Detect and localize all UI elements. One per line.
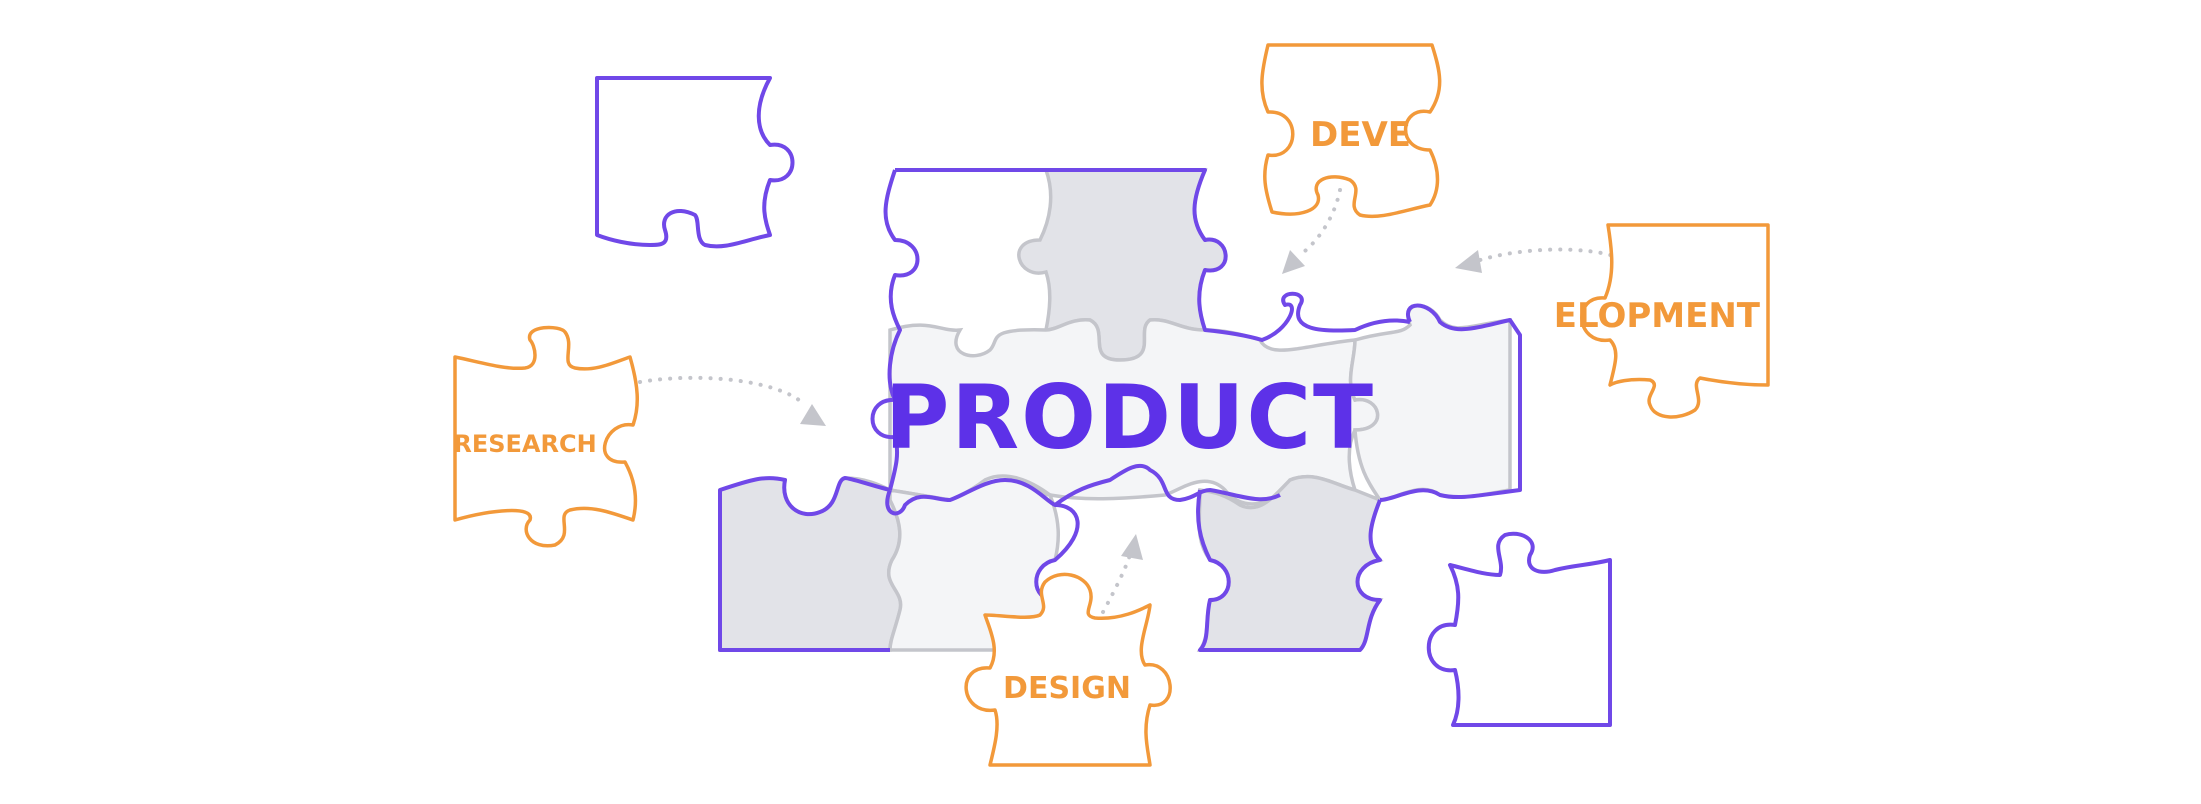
research-label: RESEARCH	[453, 430, 596, 458]
piece-bottom-left	[718, 476, 903, 652]
piece-bottom-right	[1196, 474, 1384, 652]
deve-label: DEVE	[1310, 115, 1411, 155]
research-piece	[453, 325, 640, 548]
elopment-label: ELOPMENT	[1554, 296, 1761, 336]
elopment-piece	[1580, 223, 1770, 419]
arrow-design	[1121, 534, 1143, 560]
outline-right	[1379, 303, 1522, 502]
product-title: PRODUCT	[885, 366, 1375, 469]
connectors	[638, 188, 1622, 614]
connector-elopment	[1478, 247, 1622, 262]
arrow-research	[800, 404, 826, 426]
connector-design	[1101, 553, 1132, 614]
arrow-deve	[1282, 250, 1305, 274]
loose-piece-top-left	[595, 76, 795, 249]
outline-left-top	[870, 169, 920, 491]
orange-piece-research: RESEARCH	[453, 325, 640, 548]
loose-piece-bottom-right	[1426, 531, 1612, 727]
outline-bottom-left	[718, 476, 891, 652]
outline-middle-lower	[1053, 463, 1281, 507]
orange-piece-deve: DEVE	[1260, 43, 1442, 219]
connector-deve	[1298, 188, 1342, 257]
design-piece	[964, 572, 1172, 767]
outline-top	[895, 168, 1411, 342]
outline-bottom-right	[1196, 489, 1382, 652]
orange-piece-design: DESIGN	[964, 572, 1172, 767]
design-label: DESIGN	[1003, 671, 1131, 706]
connector-research	[638, 375, 807, 407]
central-outline	[718, 168, 1522, 652]
orange-piece-elopment: ELOPMENT	[1554, 223, 1770, 419]
arrow-elopment	[1455, 250, 1482, 273]
deve-piece	[1260, 43, 1442, 219]
